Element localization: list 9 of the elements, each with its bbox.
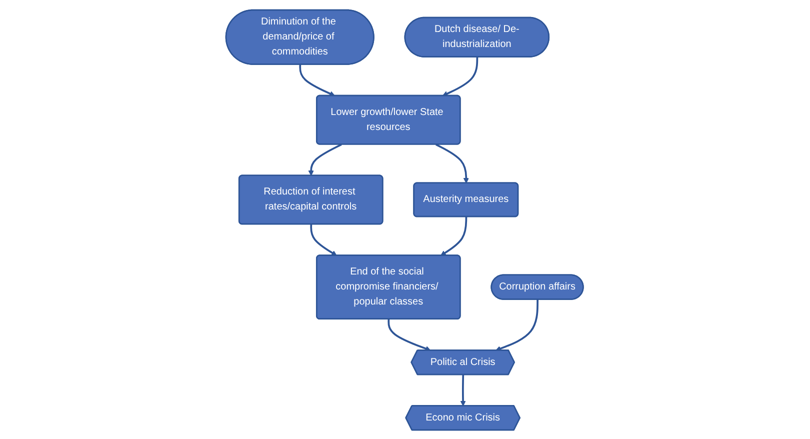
arrow xyxy=(300,64,336,96)
arrow xyxy=(440,216,468,256)
arrow xyxy=(436,143,470,183)
arrow xyxy=(496,299,539,351)
arrow xyxy=(310,224,338,256)
arrow xyxy=(388,318,432,351)
arrow xyxy=(308,143,342,176)
arrow xyxy=(460,374,466,406)
arrow xyxy=(442,56,479,96)
